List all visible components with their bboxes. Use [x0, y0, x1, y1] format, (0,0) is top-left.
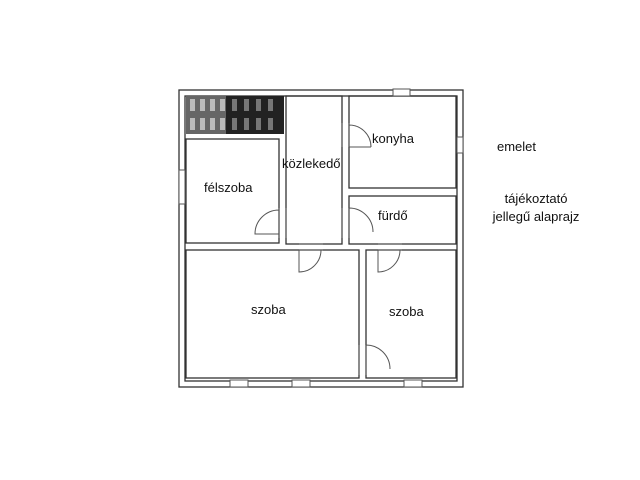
room-label-furdo: fürdő — [378, 208, 408, 223]
room-label-konyha: konyha — [372, 131, 414, 146]
windows — [178, 88, 464, 388]
room-szoba-right — [365, 249, 457, 379]
note-line-1: tájékoztató — [504, 191, 568, 206]
room-felszoba — [185, 138, 280, 244]
outer-wall-outer — [178, 89, 464, 388]
note-line-2: jellegű alaprajz — [492, 209, 580, 224]
floor-label: emelet — [497, 139, 537, 154]
stairs — [186, 96, 284, 134]
plan-note: tájékoztató jellegű alaprajz — [476, 190, 596, 226]
room-label-szoba-left: szoba — [251, 302, 286, 317]
room-label-kozlekedo: közlekedő — [282, 156, 341, 171]
doors — [254, 123, 402, 375]
room-label-szoba-right: szoba — [389, 304, 424, 319]
room-label-felszoba: félszoba — [204, 180, 253, 195]
room-szoba-left — [185, 249, 360, 379]
